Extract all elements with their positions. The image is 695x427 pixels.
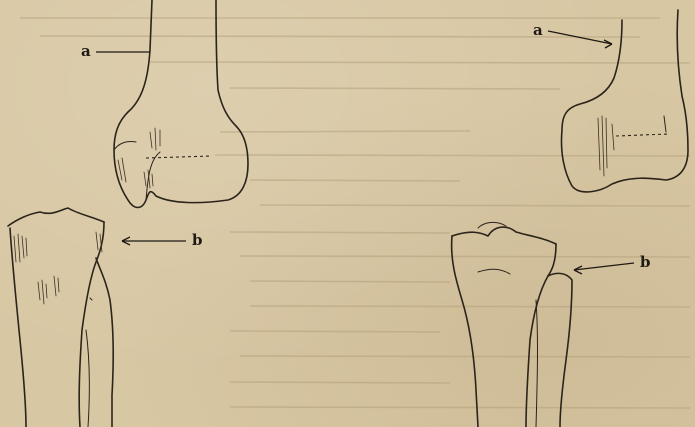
label-b-right: b [640,255,651,270]
leader-b-right [574,263,634,270]
femur-left [114,0,248,208]
tibia-right [452,222,572,427]
label-b-left: b [192,233,203,248]
leader-a-right [548,31,612,44]
tibia-left [8,208,113,427]
leader-lines [96,31,634,274]
label-a-left: a [81,44,91,59]
label-a-right: a [533,23,543,38]
